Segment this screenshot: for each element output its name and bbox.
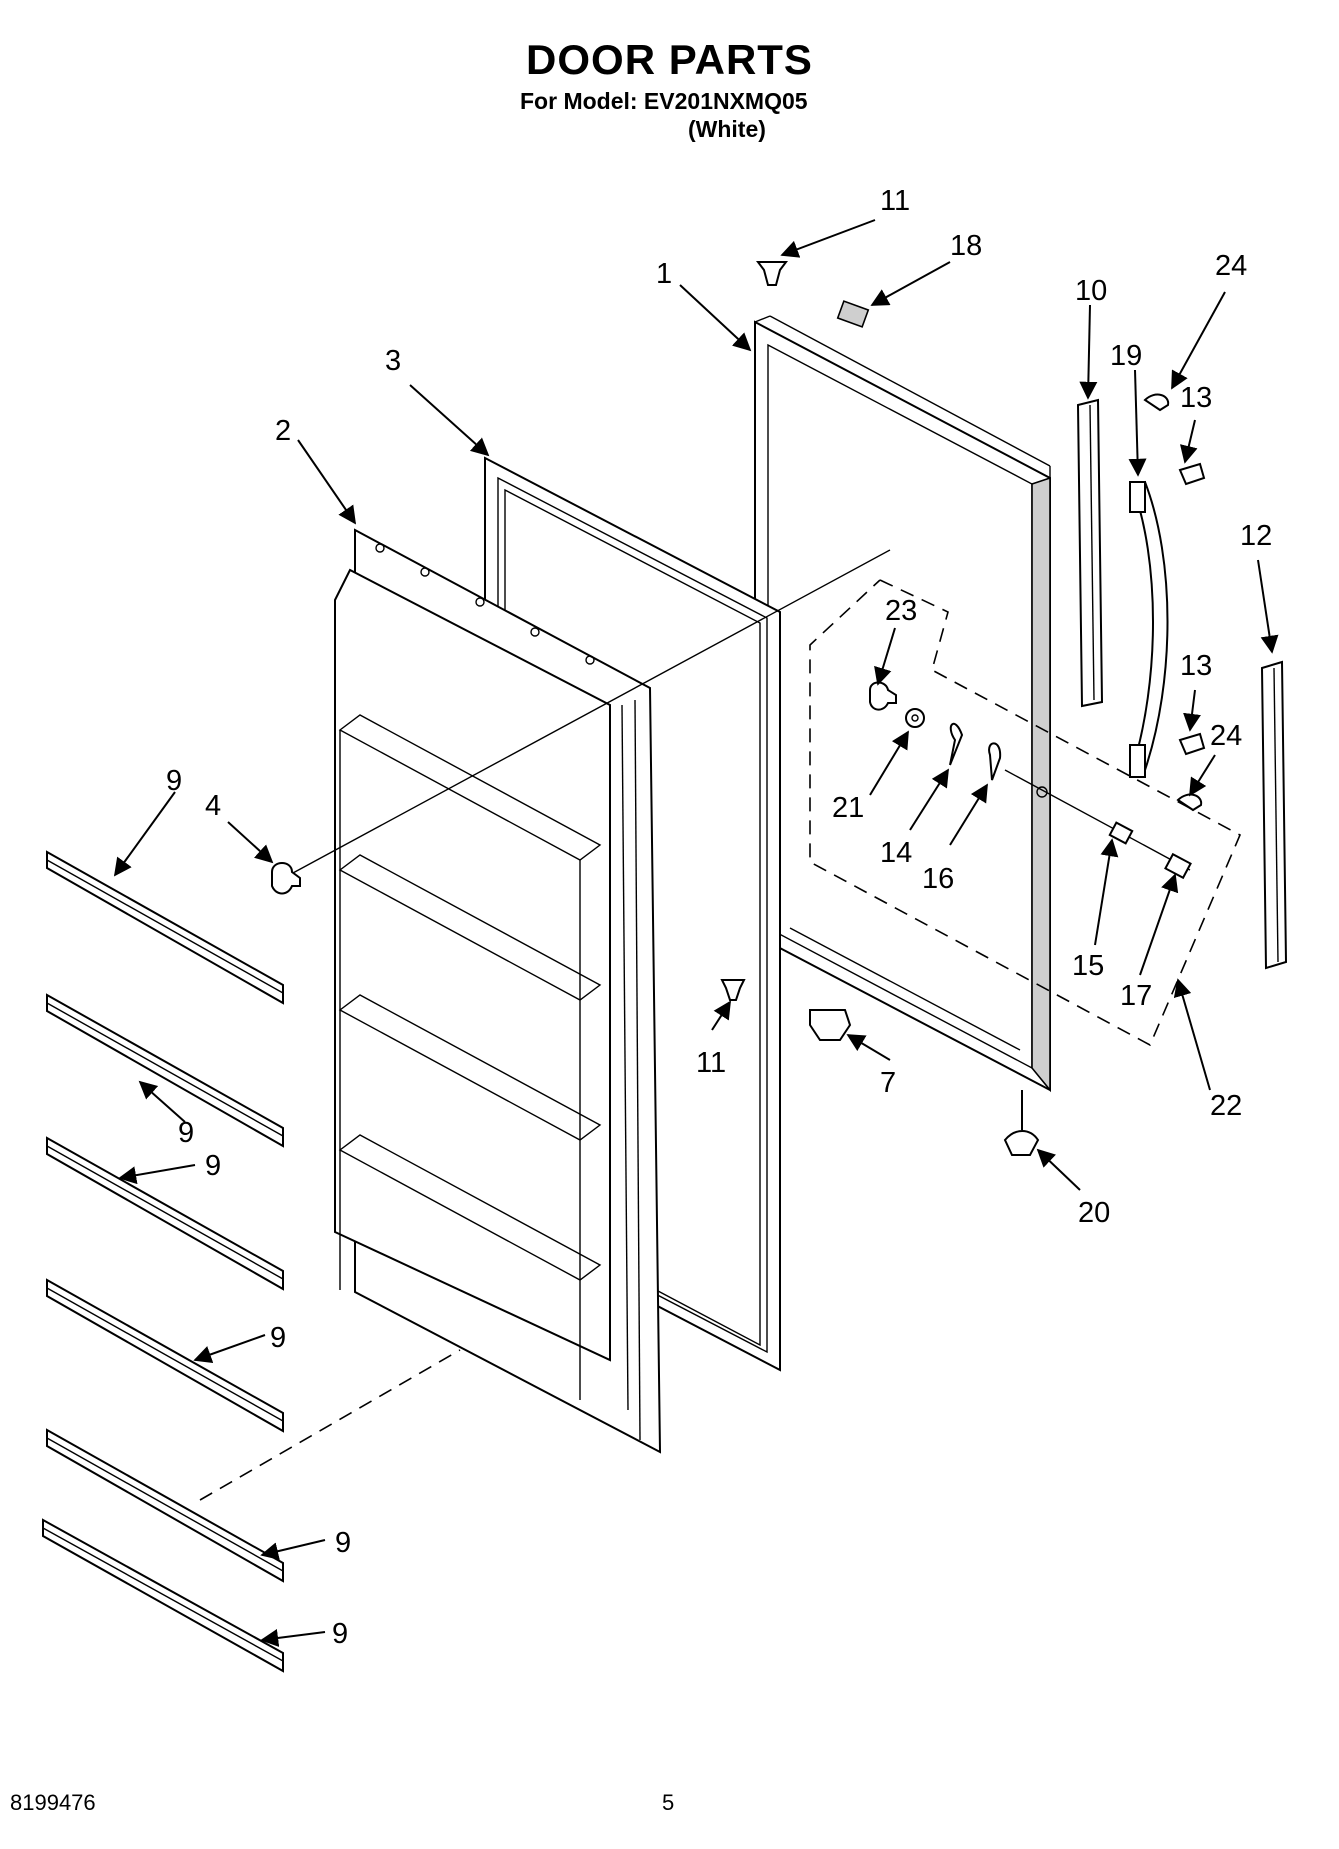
door-handle bbox=[1129, 480, 1169, 778]
callout-labels: 11 18 1 10 24 19 13 3 2 12 23 13 24 9 4 … bbox=[166, 185, 1272, 1650]
callout-11-top: 11 bbox=[880, 185, 910, 217]
screw-13-top bbox=[1178, 462, 1206, 486]
callout-9-a: 9 bbox=[166, 765, 182, 797]
callout-9-b: 9 bbox=[178, 1117, 194, 1149]
door-liner bbox=[334, 528, 662, 1454]
callout-15: 15 bbox=[1072, 950, 1104, 982]
callout-23: 23 bbox=[885, 595, 917, 627]
document-number: 8199476 bbox=[10, 1790, 96, 1815]
callout-19: 19 bbox=[1110, 340, 1142, 372]
model-variant: (White) bbox=[688, 116, 766, 142]
callout-11-bottom: 11 bbox=[696, 1047, 726, 1079]
callout-3: 3 bbox=[385, 345, 401, 377]
door-shelves bbox=[338, 714, 602, 1400]
callout-13-bottom: 13 bbox=[1180, 650, 1212, 682]
callout-10: 10 bbox=[1075, 275, 1107, 307]
lock-assembly bbox=[905, 708, 1192, 880]
callout-21: 21 bbox=[832, 792, 864, 824]
screw-4 bbox=[271, 862, 301, 895]
callout-2: 2 bbox=[275, 415, 291, 447]
clip-24-bottom bbox=[1176, 793, 1203, 812]
plug-button-bottom bbox=[720, 979, 746, 1001]
callout-24-top: 24 bbox=[1215, 250, 1247, 282]
callout-17: 17 bbox=[1120, 980, 1152, 1012]
callout-7: 7 bbox=[880, 1067, 896, 1099]
callout-20: 20 bbox=[1078, 1197, 1110, 1229]
callout-13-top: 13 bbox=[1180, 382, 1212, 414]
callout-4: 4 bbox=[205, 790, 221, 822]
screws bbox=[271, 261, 1206, 1156]
clip-24-top bbox=[1143, 393, 1170, 412]
leader-lines bbox=[113, 219, 1279, 1647]
screw-13-bottom bbox=[1178, 732, 1206, 756]
label bbox=[836, 300, 870, 328]
shelf-bars bbox=[42, 850, 284, 1673]
callout-18: 18 bbox=[950, 230, 982, 262]
callout-1: 1 bbox=[656, 258, 672, 290]
callout-9-d: 9 bbox=[270, 1322, 286, 1354]
callout-9-f: 9 bbox=[332, 1618, 348, 1650]
hinge-7 bbox=[809, 1009, 852, 1041]
outer-door-panel bbox=[754, 315, 1051, 1130]
callout-14: 14 bbox=[880, 837, 912, 869]
callout-24-bottom: 24 bbox=[1210, 720, 1242, 752]
callout-22: 22 bbox=[1210, 1090, 1242, 1122]
callout-12: 12 bbox=[1240, 520, 1272, 552]
side-trim bbox=[1260, 660, 1288, 970]
page-number: 5 bbox=[662, 1790, 675, 1815]
page-title: DOOR PARTS bbox=[526, 36, 813, 83]
callout-9-e: 9 bbox=[335, 1527, 351, 1559]
callout-9-c: 9 bbox=[205, 1150, 221, 1182]
plug-button-top bbox=[756, 261, 788, 286]
handle-trim bbox=[1076, 398, 1104, 708]
hinge-bushing-20 bbox=[1003, 1130, 1040, 1156]
callout-16: 16 bbox=[922, 863, 954, 895]
model-number: For Model: EV201NXMQ05 bbox=[520, 88, 808, 114]
